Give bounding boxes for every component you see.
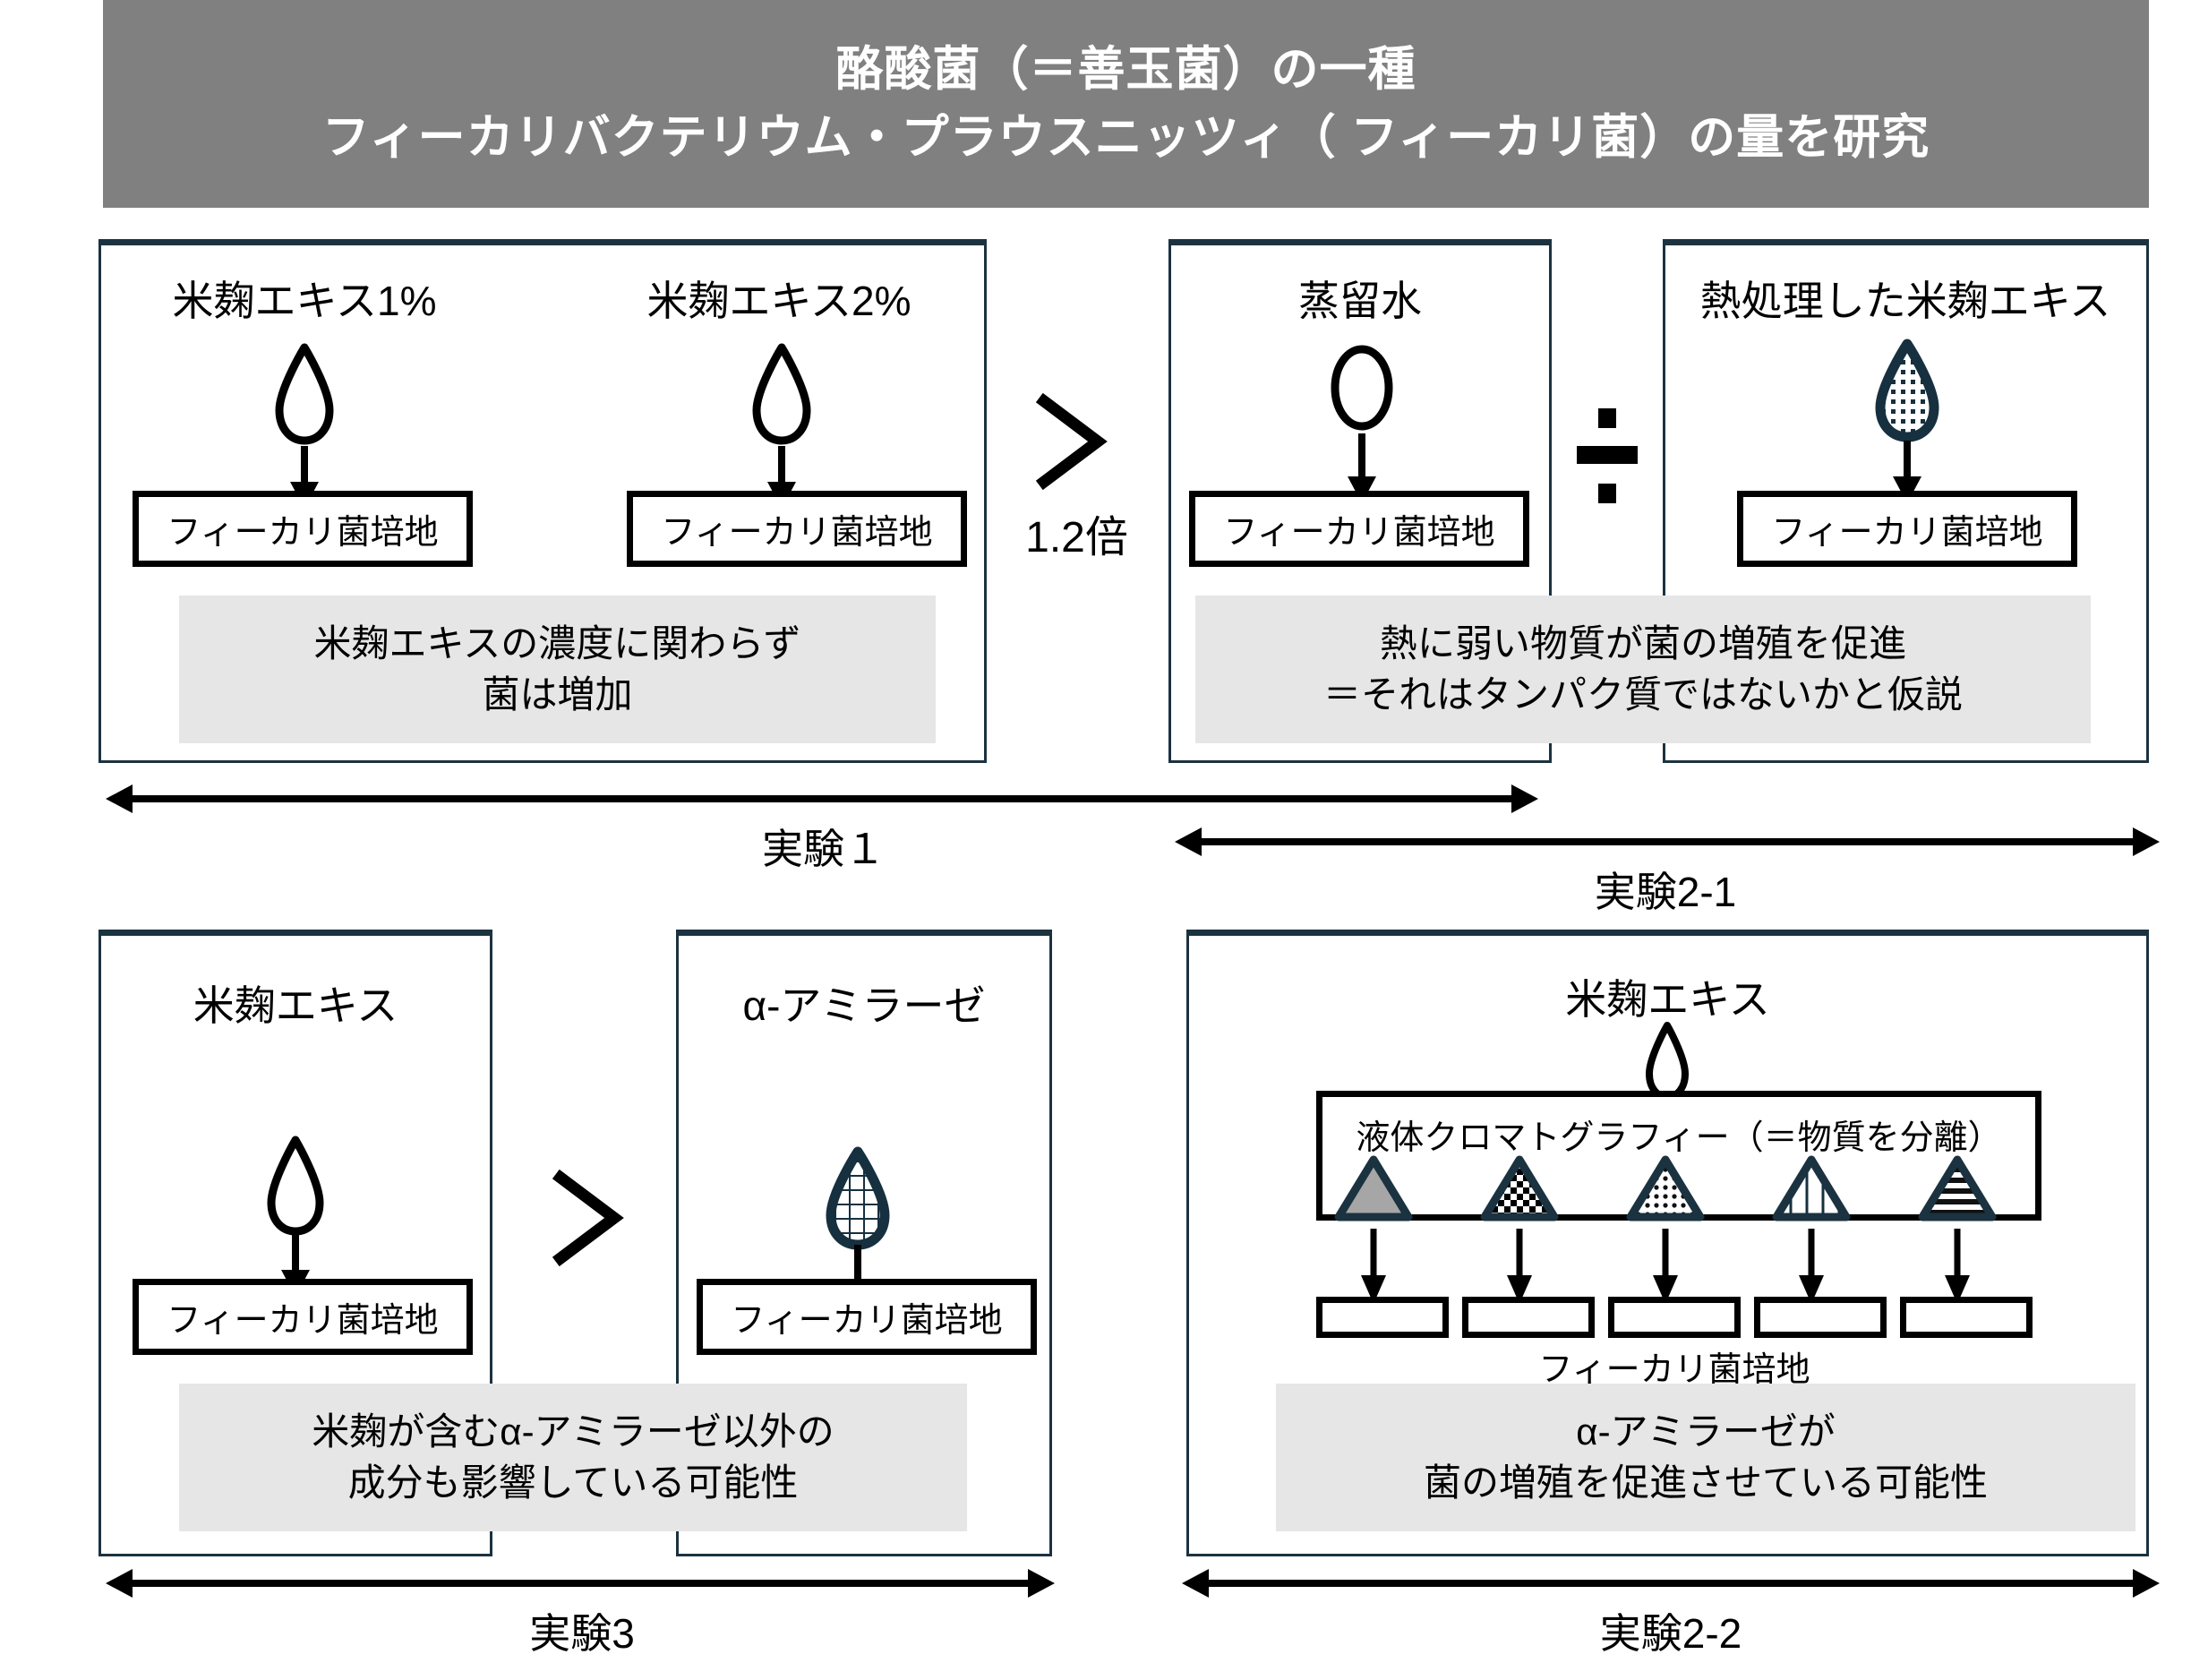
experiment-2-2-arrow-4 <box>1799 1229 1824 1304</box>
experiment-3-arm-1-medium-box: フィーカリ菌培地 <box>133 1279 473 1355</box>
experiment-2-2-axis-arrow <box>1182 1569 2160 1598</box>
title-line-1: 酪酸菌（＝善玉菌）の一種 <box>835 42 1416 96</box>
experiment-2-2-note: α-アミラーゼが 菌の増殖を促進させている可能性 <box>1276 1384 2135 1531</box>
fraction-triangle-dots-icon <box>1626 1155 1705 1221</box>
experiment-1-arm-2-source-label: 米麹エキス2% <box>646 278 911 324</box>
experiment-1-note-line-2: 菌は増加 <box>482 673 633 716</box>
experiment-1-arm-1-source-label: 米麹エキス1% <box>172 278 437 324</box>
diagram-title-banner: 酪酸菌（＝善玉菌）の一種 フィーカリバクテリウム・プラウスニッツィ（ フィーカリ… <box>103 0 2149 208</box>
experiment-1-axis-arrow <box>106 784 1538 813</box>
experiment-3-arm-2-source-label: α-アミラーゼ <box>742 982 986 1029</box>
experiment-3-note-line-1: 米麹が含むα-アミラーゼ以外の <box>312 1410 834 1453</box>
experiment-2-2-arrow-5 <box>1945 1229 1970 1304</box>
greater-than-icon <box>1035 392 1108 491</box>
droplet-outline-icon <box>752 343 811 445</box>
greater-than-icon <box>552 1169 624 1267</box>
experiment-1-arm-1-medium-box: フィーカリ菌培地 <box>133 491 473 567</box>
experiment-2-2-arrow-1 <box>1361 1229 1386 1304</box>
experiment-2-1-note: 熱に弱い物質が菌の増殖を促進 ＝それはタンパク質ではないかと仮説 <box>1195 596 2091 743</box>
experiment-2-2-medium-bar-2 <box>1462 1297 1595 1338</box>
experiment-2-2-note-line-1: α-アミラーゼが <box>1576 1410 1836 1453</box>
experiment-3-note-line-2: 成分も影響している可能性 <box>347 1461 799 1504</box>
fraction-triangle-checker-icon <box>1480 1155 1559 1221</box>
experiment-2-1-arm-2-source-label: 熱処理した米麹エキス <box>1699 278 2111 324</box>
divide-icon <box>1577 408 1638 503</box>
experiment-2-1-arm-2-arrow <box>1893 441 1921 503</box>
experiment-2-1-axis-label: 実験2-1 <box>1594 869 1737 915</box>
experiment-1-note: 米麹エキスの濃度に関わらず 菌は増加 <box>179 596 936 743</box>
fraction-triangle-horizontal-stripes-icon <box>1918 1155 1997 1221</box>
title-line-2: フィーカリバクテリウム・プラウスニッツィ（ フィーカリ菌）の量を研究 <box>321 111 1930 164</box>
experiment-1-arm-2-medium-box: フィーカリ菌培地 <box>627 491 967 567</box>
experiment-2-2-arrow-2 <box>1507 1229 1532 1304</box>
experiment-2-2-medium-bar-3 <box>1608 1297 1741 1338</box>
droplet-dotted-icon <box>1875 339 1939 442</box>
experiment-2-2-medium-bar-5 <box>1900 1297 2033 1338</box>
experiment-3-axis-label: 実験3 <box>529 1610 635 1657</box>
experiment-2-2-source-label: 米麹エキス <box>1565 976 1770 1023</box>
experiment-1-ratio-label: 1.2倍 <box>1025 514 1128 561</box>
experiment-2-1-arm-2-medium-box: フィーカリ菌培地 <box>1737 491 2077 567</box>
fraction-triangle-sparse-lines-icon <box>1772 1155 1851 1221</box>
experiment-3-note: 米麹が含むα-アミラーゼ以外の 成分も影響している可能性 <box>179 1384 967 1531</box>
experiment-2-2-axis-label: 実験2-2 <box>1599 1610 1742 1657</box>
experiment-2-2-note-line-2: 菌の増殖を促進させている可能性 <box>1423 1461 1988 1504</box>
droplet-outline-icon <box>275 343 334 445</box>
experiment-3-arm-1-source-label: 米麹エキス <box>193 982 398 1029</box>
experiment-2-1-arm-1-medium-box: フィーカリ菌培地 <box>1189 491 1529 567</box>
circle-outline-icon <box>1331 345 1393 431</box>
experiment-2-2-medium-bar-1 <box>1316 1297 1449 1338</box>
droplet-grid-icon <box>826 1146 890 1250</box>
experiment-2-1-note-line-1: 熱に弱い物質が菌の増殖を促進 <box>1379 621 1906 664</box>
experiment-2-1-arm-1-arrow <box>1348 433 1376 503</box>
droplet-outline-icon <box>267 1136 324 1236</box>
experiment-3-axis-arrow <box>106 1569 1055 1598</box>
chromatography-title: 液体クロマトグラフィー（＝物質を分離） <box>1356 1119 2002 1157</box>
experiment-2-2-medium-bar-4 <box>1754 1297 1887 1338</box>
experiment-2-1-axis-arrow <box>1175 827 2160 856</box>
experiment-2-1-arm-1-source-label: 蒸留水 <box>1298 278 1422 324</box>
experiment-2-2-medium-caption: フィーカリ菌培地 <box>1538 1351 1810 1389</box>
experiment-1-axis-label: 実験１ <box>762 826 886 872</box>
fraction-triangle-solid-gray-icon <box>1334 1155 1413 1221</box>
experiment-2-2-arrow-3 <box>1653 1229 1678 1304</box>
experiment-1-note-line-1: 米麹エキスの濃度に関わらず <box>313 621 801 664</box>
experiment-2-1-note-line-2: ＝それはタンパク質ではないかと仮説 <box>1322 673 1963 716</box>
experiment-3-arm-2-medium-box: フィーカリ菌培地 <box>697 1279 1037 1355</box>
